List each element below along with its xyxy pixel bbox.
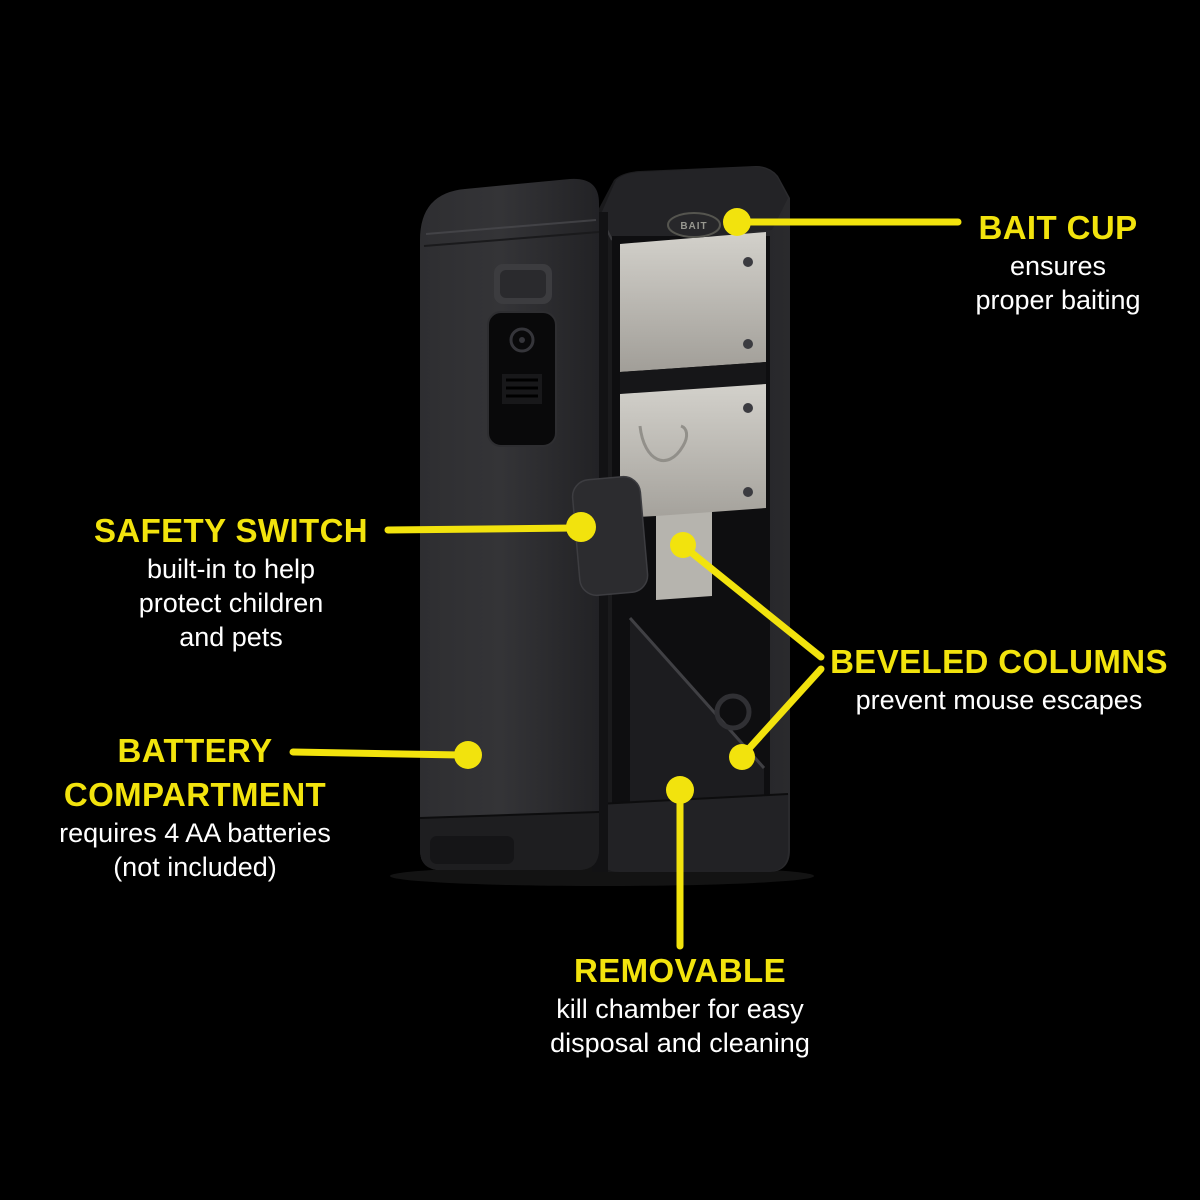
callout-battery-title-line: COMPARTMENT bbox=[63, 776, 327, 814]
chamber-base bbox=[598, 794, 788, 872]
removable-dot bbox=[666, 776, 694, 804]
callout-beveled-columns: BEVELED COLUMNS prevent mouse escapes bbox=[815, 640, 1183, 718]
plate-divider bbox=[620, 362, 766, 394]
callout-dots bbox=[454, 208, 755, 804]
beveled-columns-dot-lower bbox=[729, 744, 755, 770]
callout-removable-desc-line: kill chamber for easy bbox=[556, 994, 804, 1025]
spring-wire bbox=[638, 424, 689, 463]
safety-switch-leader-line bbox=[384, 524, 578, 534]
plate-rivets bbox=[743, 257, 753, 497]
callout-battery-desc-line: (not included) bbox=[113, 852, 277, 883]
battery-door-seam bbox=[419, 811, 600, 819]
bait-cup: BAIT bbox=[667, 212, 721, 238]
callout-safety-switch-desc-line: built-in to help bbox=[146, 554, 316, 585]
bait-cup-dot bbox=[723, 208, 751, 236]
callout-safety-switch-title: SAFETY SWITCH bbox=[93, 512, 369, 549]
battery-door-inset bbox=[430, 836, 514, 864]
callout-safety-switch-desc-line: protect children bbox=[138, 587, 324, 618]
chamber-recess bbox=[714, 693, 752, 731]
indicator-window bbox=[500, 270, 546, 298]
callout-battery-desc-line: requires 4 AA batteries bbox=[59, 818, 331, 849]
callout-battery-compartment: BATTERY COMPARTMENT requires 4 AA batter… bbox=[20, 729, 370, 885]
callout-safety-switch: SAFETY SWITCH built-in to help protect c… bbox=[55, 509, 407, 654]
metal-plate-bottom bbox=[620, 384, 766, 528]
chamber-base-seam bbox=[597, 793, 789, 805]
callout-removable-desc-line: disposal and cleaning bbox=[550, 1027, 810, 1058]
beveled-columns-leader-line-lower bbox=[741, 665, 825, 757]
callout-beveled-columns-desc-line: prevent mouse escapes bbox=[855, 685, 1143, 716]
battery-dot bbox=[454, 741, 482, 769]
callout-bait-cup: BAIT CUP ensures proper baiting bbox=[943, 206, 1173, 318]
bait-cup-label: BAIT bbox=[680, 221, 707, 232]
body-details bbox=[423, 219, 600, 247]
callout-removable-title: REMOVABLE bbox=[574, 952, 786, 989]
callout-bait-cup-title: BAIT CUP bbox=[978, 209, 1138, 246]
callout-leaders bbox=[289, 218, 962, 950]
callout-battery-title-line: BATTERY bbox=[117, 732, 273, 769]
trap-switch-details bbox=[502, 327, 542, 404]
callout-beveled-columns-title: BEVELED COLUMNS bbox=[830, 643, 1168, 680]
safety-switch-dot bbox=[566, 512, 596, 542]
chamber-ramp-edge bbox=[628, 617, 766, 769]
metal-plate-top bbox=[620, 232, 766, 372]
callout-removable: REMOVABLE kill chamber for easy disposal… bbox=[478, 949, 882, 1061]
callout-safety-switch-desc-line: and pets bbox=[179, 621, 283, 652]
callout-bait-cup-desc-line: ensures bbox=[1009, 251, 1107, 282]
battery-leader-line bbox=[289, 748, 465, 759]
beveled-columns-dot-upper bbox=[670, 532, 696, 558]
callout-bait-cup-desc-line: proper baiting bbox=[975, 284, 1141, 315]
beveled-columns-leader-line-upper bbox=[683, 545, 825, 661]
